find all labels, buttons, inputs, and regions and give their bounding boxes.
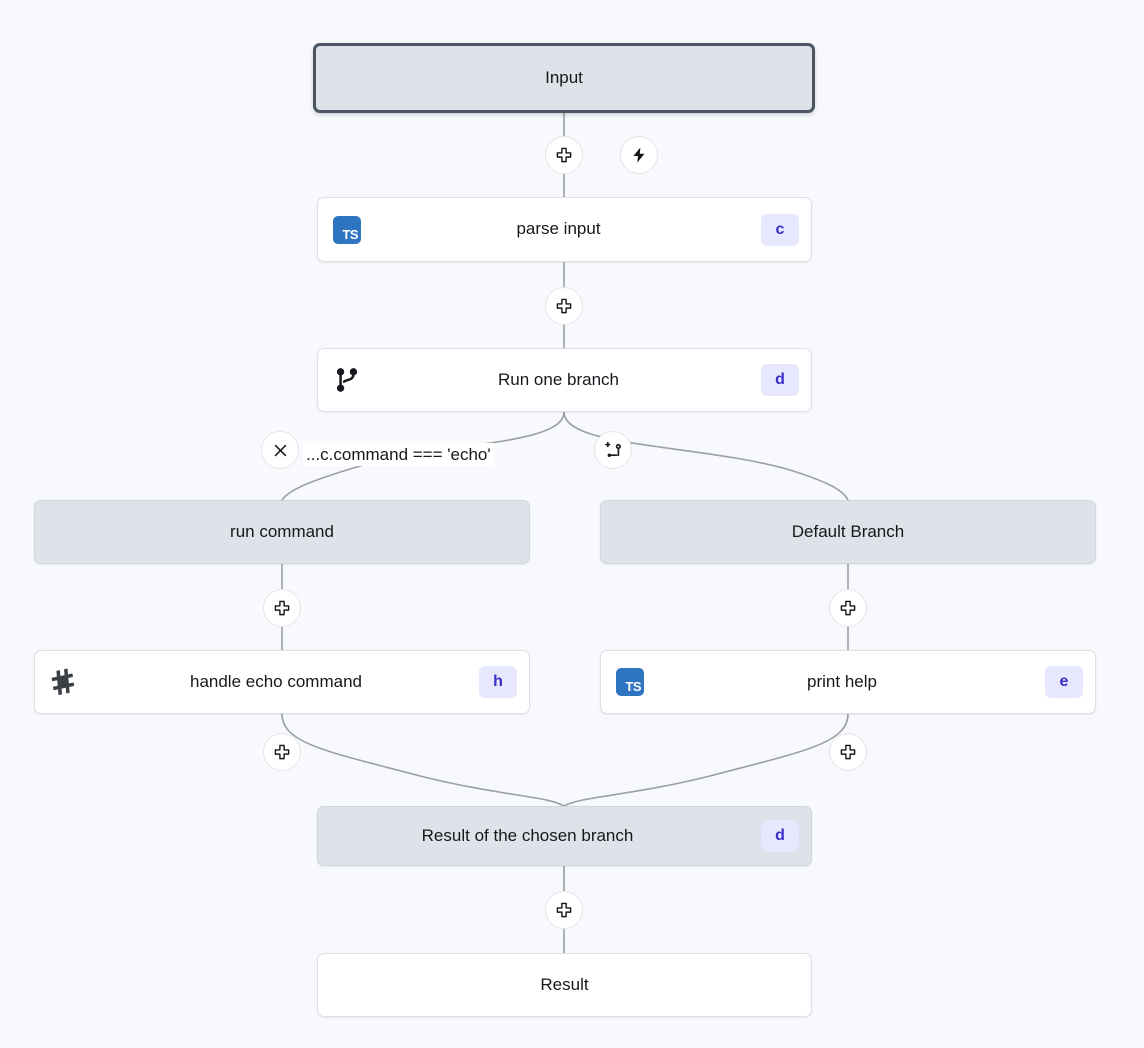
plus-icon <box>274 600 290 616</box>
node-branch-result[interactable]: Result of the chosen branch d <box>317 806 812 866</box>
plus-icon <box>556 147 572 163</box>
node-print-help[interactable]: TS print help e <box>600 650 1096 714</box>
add-step-button-after-run-command[interactable] <box>263 589 301 627</box>
node-run-one-branch-shortcut[interactable]: d <box>761 364 799 396</box>
node-default-branch[interactable]: Default Branch <box>600 500 1096 564</box>
node-input-label: Input <box>545 67 583 87</box>
typescript-icon: TS <box>330 213 364 247</box>
node-handle-echo-command-shortcut[interactable]: h <box>479 666 517 698</box>
plus-icon <box>840 600 856 616</box>
node-run-one-branch-label: Run one branch <box>498 369 619 389</box>
node-print-help-shortcut[interactable]: e <box>1045 666 1083 698</box>
add-step-button-after-input[interactable] <box>545 136 583 174</box>
add-step-button-after-default-branch[interactable] <box>829 589 867 627</box>
node-branch-result-shortcut[interactable]: d <box>761 820 799 852</box>
node-parse-input-shortcut[interactable]: c <box>761 213 799 246</box>
plus-icon <box>556 902 572 918</box>
add-step-button-after-print-help[interactable] <box>829 733 867 771</box>
edge-handle-echo-to-result <box>281 713 565 807</box>
node-run-command[interactable]: run command <box>34 500 530 564</box>
plus-icon <box>556 298 572 314</box>
plus-icon <box>840 744 856 760</box>
add-step-button-after-branch-result[interactable] <box>545 891 583 929</box>
typescript-icon-text: TS <box>616 668 644 696</box>
add-branch-button[interactable] <box>594 431 632 469</box>
typescript-icon: TS <box>613 665 647 699</box>
remove-branch-button[interactable] <box>261 431 299 469</box>
branch-condition-label[interactable]: ...c.command === 'echo' <box>303 443 494 467</box>
node-handle-echo-command[interactable]: handle echo command h <box>34 650 530 714</box>
add-branch-icon <box>604 441 621 457</box>
add-trigger-button[interactable] <box>620 136 658 174</box>
node-print-help-label: print help <box>807 671 877 691</box>
node-handle-echo-command-label: handle echo command <box>189 671 362 691</box>
edge-print-help-to-result <box>563 713 849 807</box>
node-input[interactable]: Input <box>313 43 815 113</box>
node-parse-input-label: parse input <box>516 219 601 239</box>
node-branch-result-label: Result of the chosen branch <box>421 825 634 845</box>
close-icon <box>274 444 286 456</box>
plus-icon <box>274 744 290 760</box>
node-parse-input[interactable]: TS parse input c <box>317 197 812 262</box>
typescript-icon-text: TS <box>333 215 361 244</box>
node-run-one-branch[interactable]: Run one branch d <box>317 348 812 412</box>
add-step-button-after-parse-input[interactable] <box>545 287 583 325</box>
lightning-bolt-icon <box>633 147 645 163</box>
bash-icon <box>47 665 81 699</box>
add-step-button-after-handle-echo[interactable] <box>263 733 301 771</box>
node-default-branch-label: Default Branch <box>791 521 905 541</box>
git-branch-icon <box>330 363 364 397</box>
node-result-label: Result <box>540 974 589 994</box>
node-run-command-label: run command <box>230 521 334 541</box>
node-result[interactable]: Result <box>317 953 812 1017</box>
